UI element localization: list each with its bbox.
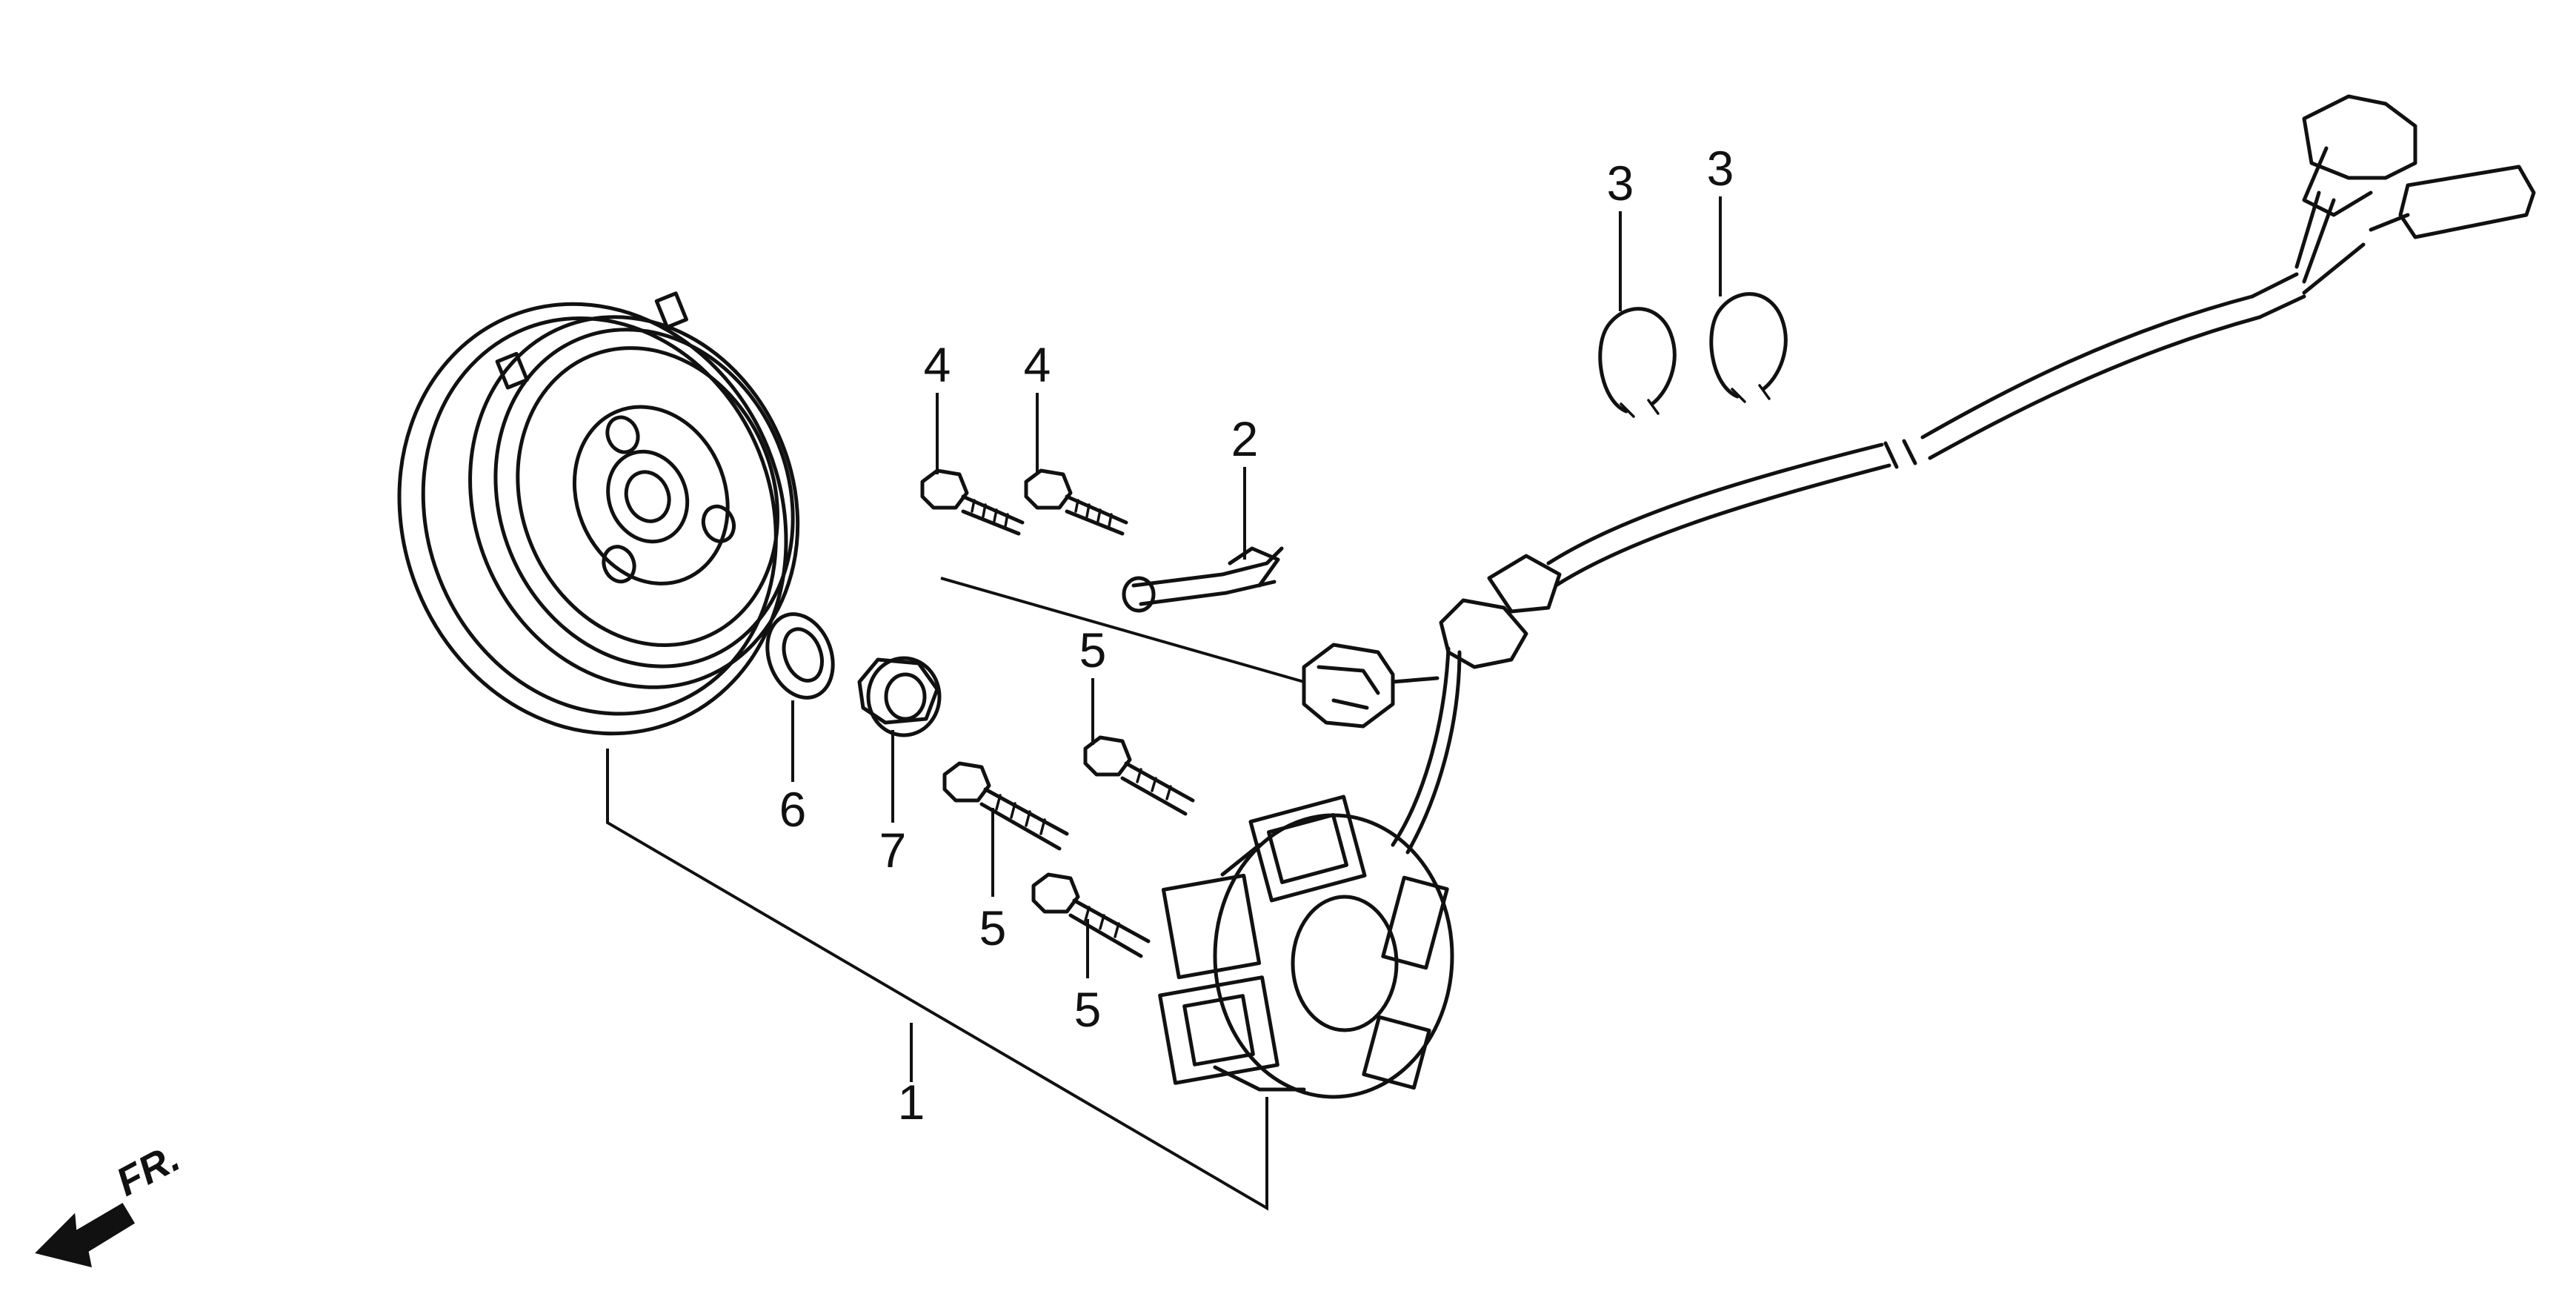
callout-5c: 5	[1074, 982, 1102, 1037]
callout-5b: 5	[979, 900, 1007, 955]
callout-1: 1	[898, 1075, 925, 1130]
wire-clamp	[1122, 546, 1284, 613]
stator	[1158, 795, 1454, 1099]
washer	[765, 612, 835, 700]
bolt-5a	[1083, 735, 1195, 816]
pulse-generator	[1302, 643, 1440, 729]
bolt-5b	[942, 761, 1069, 851]
flywheel-rotor	[397, 291, 800, 736]
bolt-4b	[1024, 468, 1128, 536]
front-direction-indicator: FR.	[35, 1135, 187, 1268]
callout-7: 7	[879, 823, 907, 878]
flange-nut	[857, 656, 942, 737]
circlip-3a	[1598, 307, 1677, 418]
callout-4a: 4	[924, 337, 951, 392]
arrow-left-icon	[35, 1202, 136, 1268]
callout-3b: 3	[1707, 141, 1734, 196]
bolt-5c	[1031, 872, 1151, 958]
circlip-3b	[1709, 292, 1788, 403]
callout-2: 2	[1231, 411, 1259, 466]
callout-5a: 5	[1079, 623, 1107, 677]
callout-4b: 4	[1024, 337, 1051, 392]
front-label: FR.	[109, 1135, 187, 1205]
bolt-4a	[920, 468, 1025, 536]
callout-6: 6	[779, 782, 807, 837]
callout-3a: 3	[1607, 156, 1634, 210]
wire-harness	[1391, 94, 2536, 855]
leader-lines	[606, 196, 1722, 1211]
